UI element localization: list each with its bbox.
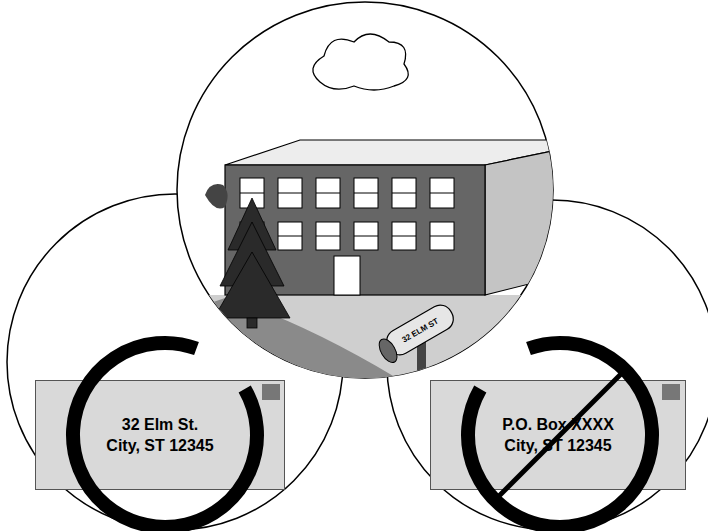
window-bars [240, 193, 454, 236]
door [334, 256, 360, 295]
windows [240, 178, 454, 250]
mailbox [375, 301, 459, 366]
envelope: P.O. Box XXXX City, ST 12345 [430, 380, 686, 490]
approved-ring [73, 343, 257, 527]
building-side [485, 140, 605, 295]
address-text: P.O. Box XXXX City, ST 12345 [497, 414, 619, 456]
address-text: 32 Elm St. City, ST 12345 [104, 414, 216, 456]
stamp [262, 384, 280, 400]
bush [205, 184, 228, 208]
prohibited-ring [468, 343, 652, 527]
prohibited-slash [495, 370, 625, 500]
building-scene [170, 34, 605, 395]
cloud [313, 34, 408, 90]
stamp [662, 384, 680, 400]
path-ground [190, 298, 400, 390]
pine-tree [214, 198, 290, 328]
envelope: 32 Elm St. City, ST 12345 [35, 380, 285, 490]
